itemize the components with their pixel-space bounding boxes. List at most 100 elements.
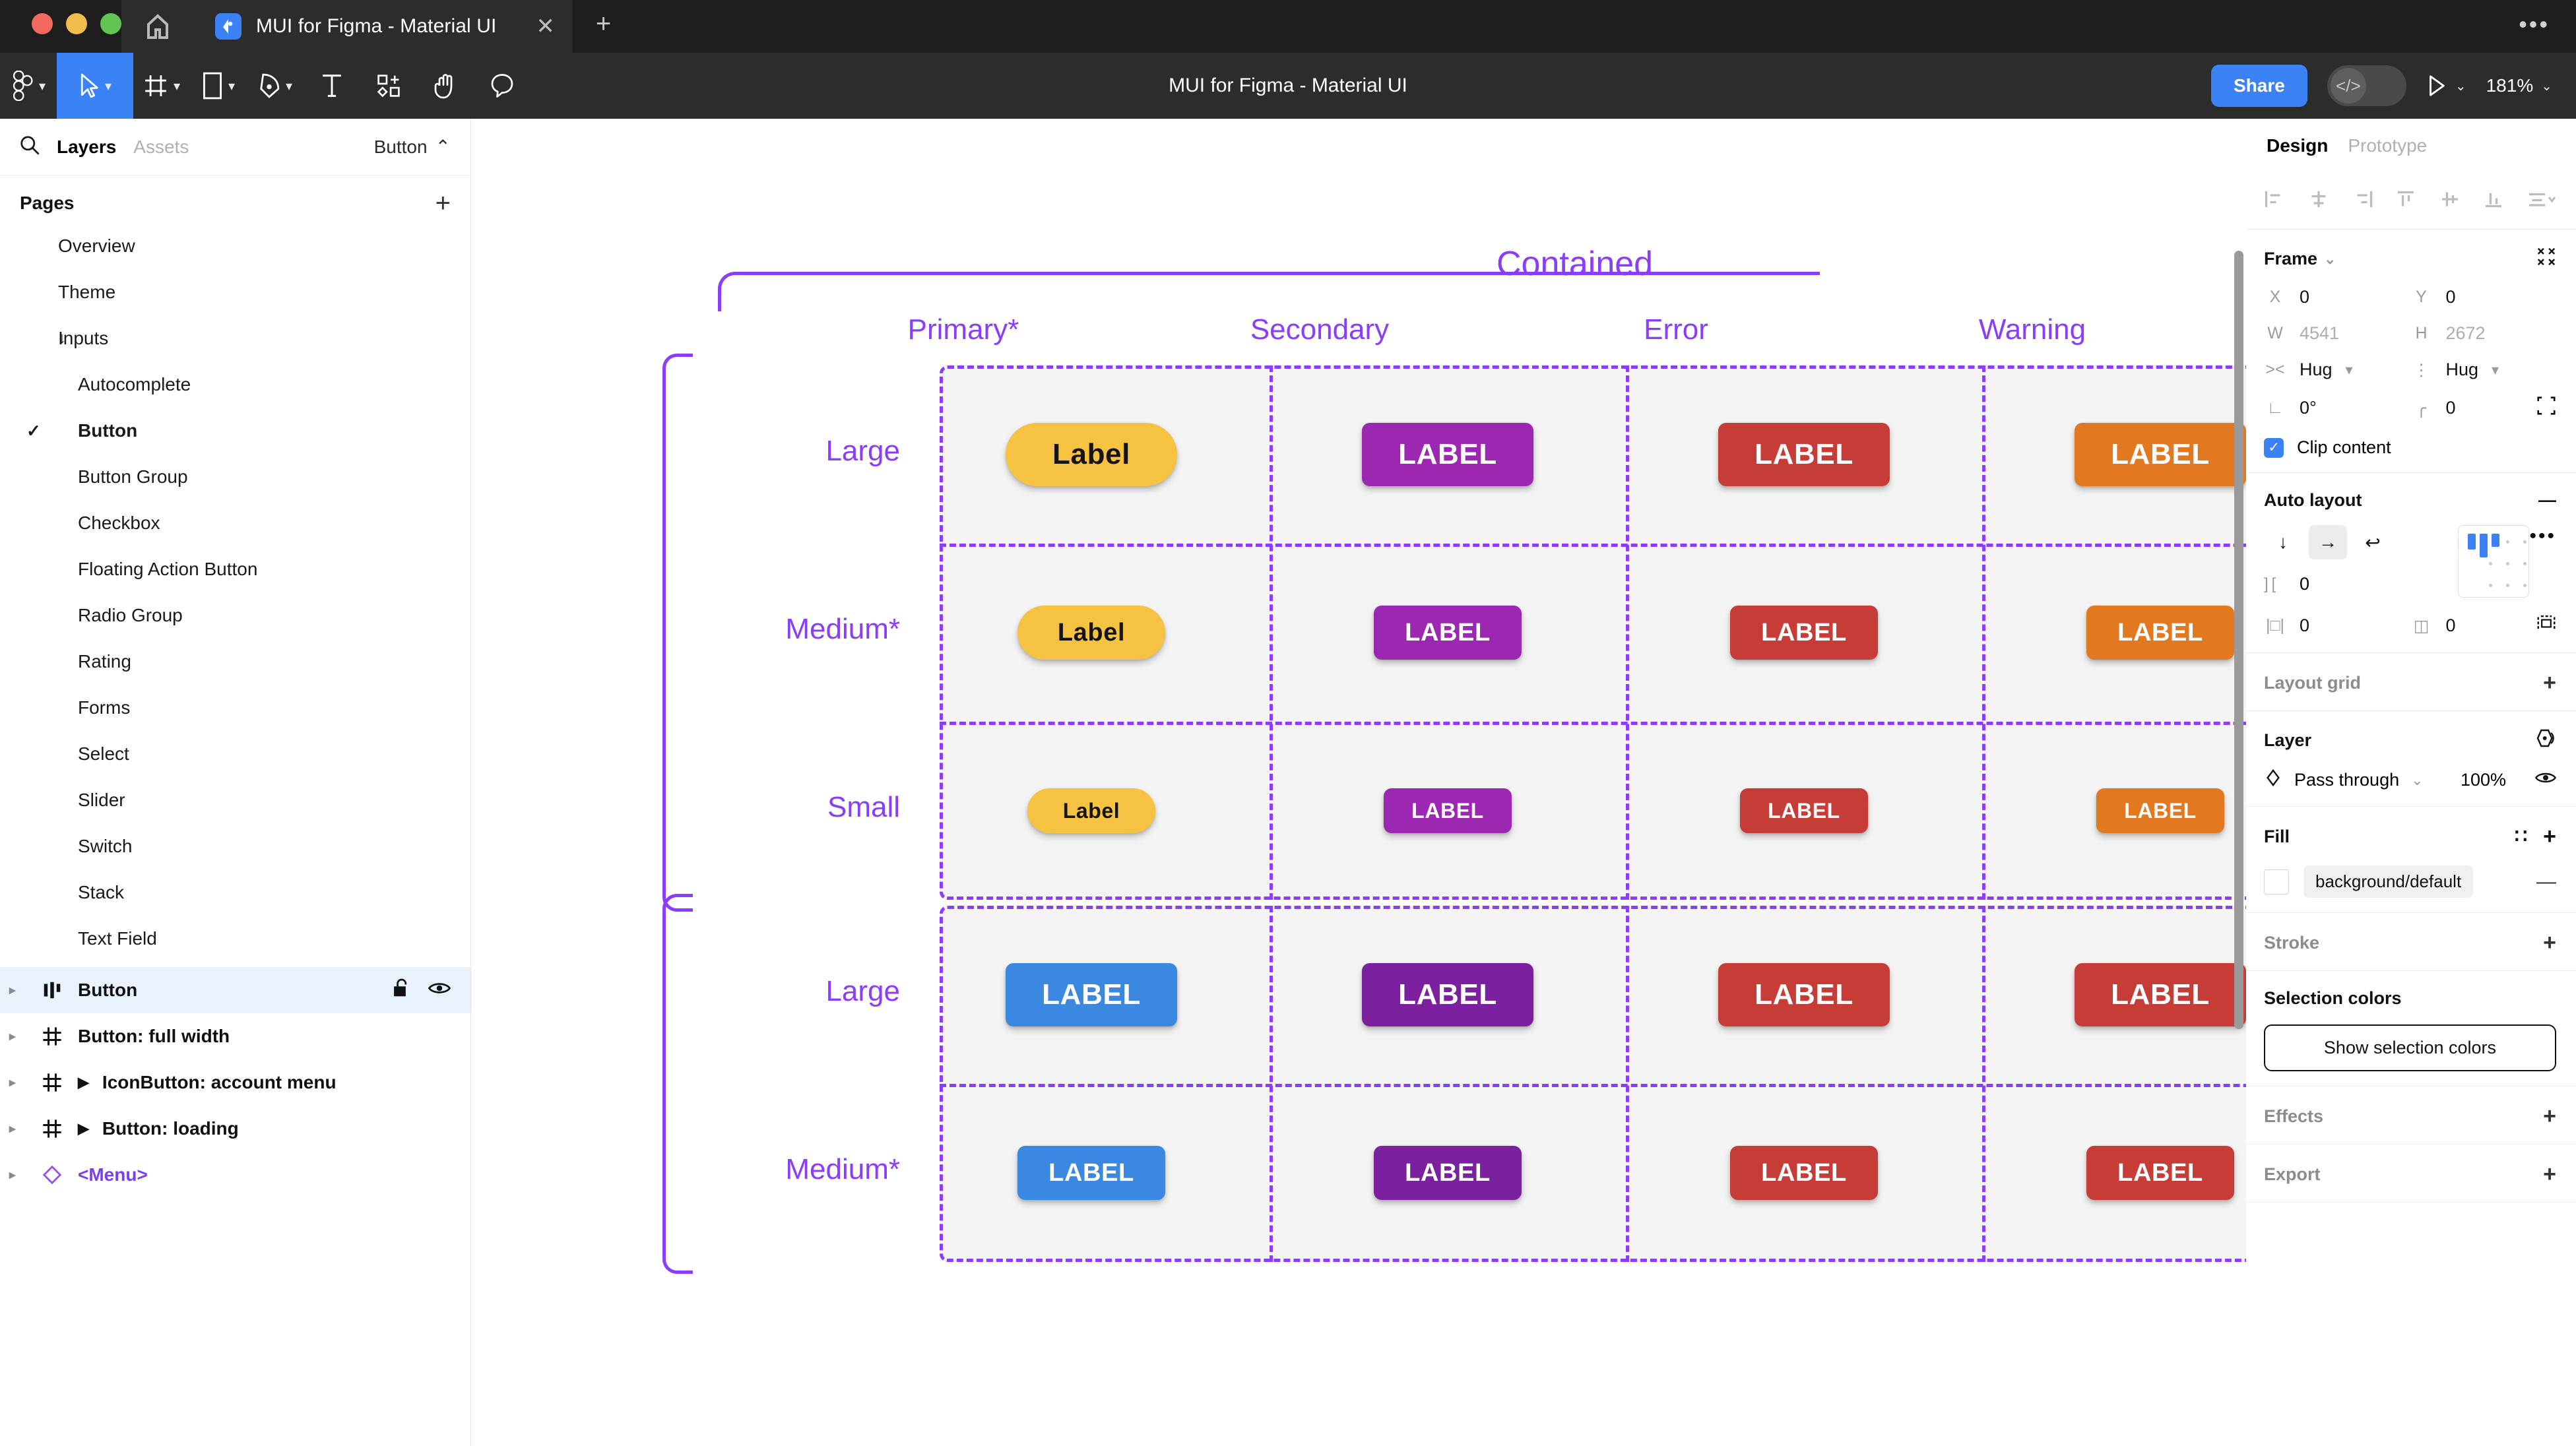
component-button[interactable]: Label bbox=[1017, 606, 1165, 660]
align-vertical-center-icon[interactable] bbox=[2439, 189, 2461, 212]
page-item-theme[interactable]: Theme bbox=[0, 269, 470, 315]
shape-tool-icon[interactable]: ▾ bbox=[190, 53, 247, 119]
window-menu-icon[interactable]: ••• bbox=[2519, 11, 2550, 38]
independent-corners-icon[interactable] bbox=[2536, 396, 2556, 420]
dev-mode-toggle[interactable]: </> bbox=[2327, 65, 2406, 106]
page-item-checkbox[interactable]: Checkbox bbox=[0, 500, 470, 546]
blend-mode-value[interactable]: Pass through bbox=[2294, 770, 2399, 790]
layer-row[interactable]: ▸▶IconButton: account menu bbox=[0, 1059, 470, 1106]
resources-icon[interactable] bbox=[360, 53, 417, 119]
add-layout-grid-button[interactable]: + bbox=[2543, 670, 2556, 696]
component-button[interactable]: LABEL bbox=[2086, 1146, 2234, 1200]
component-button[interactable]: LABEL bbox=[1017, 1146, 1165, 1200]
chevron-down-icon[interactable]: ⌄ bbox=[2411, 772, 2423, 789]
horizontal-direction-icon[interactable]: → bbox=[2309, 525, 2347, 559]
remove-fill-button[interactable]: — bbox=[2536, 871, 2556, 893]
height-field[interactable]: H 2672 bbox=[2410, 323, 2557, 344]
chevron-down-icon[interactable]: ⌄ bbox=[2455, 78, 2466, 94]
opacity-value[interactable]: 100% bbox=[2461, 770, 2506, 790]
page-item-select[interactable]: Select bbox=[0, 731, 470, 777]
expand-arrow-icon[interactable]: ↓ bbox=[58, 329, 66, 348]
align-top-icon[interactable] bbox=[2395, 189, 2417, 212]
align-horizontal-center-icon[interactable] bbox=[2307, 189, 2330, 212]
component-button[interactable]: LABEL bbox=[1718, 963, 1890, 1026]
zoom-level-menu[interactable]: 181% ⌄ bbox=[2486, 75, 2552, 96]
component-button[interactable]: Label bbox=[1027, 788, 1155, 833]
page-item-rating[interactable]: Rating bbox=[0, 639, 470, 685]
chevron-down-icon[interactable]: ⌄ bbox=[2324, 251, 2336, 268]
page-item-floating-action-button[interactable]: Floating Action Button bbox=[0, 546, 470, 592]
fill-styles-icon[interactable]: ∷ bbox=[2515, 825, 2527, 848]
align-left-icon[interactable] bbox=[2264, 189, 2286, 212]
page-item-radio-group[interactable]: Radio Group bbox=[0, 592, 470, 639]
page-item-overview[interactable]: Overview bbox=[0, 223, 470, 269]
chevron-down-icon[interactable]: ▾ bbox=[286, 78, 292, 94]
wrap-direction-icon[interactable]: ↩ bbox=[2354, 525, 2392, 559]
layer-row[interactable]: ▸<Menu> bbox=[0, 1152, 470, 1198]
current-page-chip[interactable]: Button ⌃ bbox=[374, 136, 451, 158]
page-item-inputs[interactable]: ↓Inputs bbox=[0, 315, 470, 362]
pen-tool-icon[interactable]: ▾ bbox=[247, 53, 304, 119]
minimize-window-icon[interactable] bbox=[66, 13, 87, 34]
add-effect-button[interactable]: + bbox=[2543, 1104, 2556, 1129]
page-item-switch[interactable]: Switch bbox=[0, 823, 470, 869]
browser-tab[interactable]: MUI for Figma - Material UI ✕ bbox=[194, 0, 572, 53]
fill-token-name[interactable]: background/default bbox=[2303, 865, 2473, 898]
chevron-down-icon[interactable]: ▾ bbox=[39, 78, 46, 94]
component-button[interactable]: LABEL bbox=[2096, 788, 2224, 833]
page-item-button-group[interactable]: Button Group bbox=[0, 454, 470, 500]
share-button[interactable]: Share bbox=[2211, 65, 2307, 107]
chevron-down-icon[interactable]: ▾ bbox=[174, 78, 180, 94]
tab-prototype[interactable]: Prototype bbox=[2348, 135, 2427, 156]
component-button[interactable]: LABEL bbox=[1362, 963, 1533, 1026]
chevron-right-icon[interactable]: ▸ bbox=[9, 1121, 26, 1137]
layer-row[interactable]: ▸▶Button: loading bbox=[0, 1106, 470, 1152]
add-page-button[interactable]: + bbox=[435, 195, 451, 211]
frame-tool-icon[interactable]: ▾ bbox=[133, 53, 190, 119]
rotation-field[interactable]: ∟ 0° bbox=[2264, 398, 2410, 418]
clip-content-row[interactable]: ✓ Clip content bbox=[2264, 437, 2556, 458]
remove-auto-layout-button[interactable]: — bbox=[2538, 490, 2556, 511]
fill-color-swatch[interactable] bbox=[2264, 869, 2289, 895]
page-item-autocomplete[interactable]: Autocomplete bbox=[0, 362, 470, 408]
page-item-stack[interactable]: Stack bbox=[0, 869, 470, 916]
show-selection-colors-button[interactable]: Show selection colors bbox=[2264, 1024, 2556, 1071]
expand-triangle-icon[interactable]: ▶ bbox=[78, 1120, 89, 1137]
page-item-slider[interactable]: Slider bbox=[0, 777, 470, 823]
component-button[interactable]: LABEL bbox=[2086, 606, 2234, 660]
alignment-grid[interactable] bbox=[2458, 525, 2529, 598]
unlock-icon[interactable] bbox=[391, 978, 411, 1003]
layer-style-icon[interactable] bbox=[2535, 728, 2556, 753]
hand-tool-icon[interactable] bbox=[417, 53, 474, 119]
auto-layout-more-options-icon[interactable]: ••• bbox=[2529, 525, 2556, 548]
layer-row[interactable]: ▸Button bbox=[0, 967, 470, 1013]
chevron-right-icon[interactable]: ▸ bbox=[9, 1029, 26, 1044]
component-button[interactable]: LABEL bbox=[1006, 963, 1177, 1026]
component-button[interactable]: LABEL bbox=[1740, 788, 1868, 833]
page-item-text-field[interactable]: Text Field bbox=[0, 916, 470, 962]
individual-padding-icon[interactable] bbox=[2536, 613, 2556, 638]
distribute-icon[interactable] bbox=[2526, 189, 2556, 212]
traffic-light-buttons[interactable] bbox=[0, 13, 121, 53]
page-item-forms[interactable]: Forms bbox=[0, 685, 470, 731]
horizontal-resize-select[interactable]: >< Hug ▾ bbox=[2264, 360, 2410, 380]
x-field[interactable]: X 0 bbox=[2264, 287, 2410, 307]
canvas-scrollbar[interactable] bbox=[2234, 251, 2243, 1029]
component-button[interactable]: LABEL bbox=[1362, 423, 1533, 486]
component-button[interactable]: LABEL bbox=[1384, 788, 1512, 833]
component-button[interactable]: LABEL bbox=[2075, 963, 2246, 1026]
gap-field[interactable]: ] [ 0 bbox=[2264, 574, 2458, 594]
component-button[interactable]: LABEL bbox=[1374, 606, 1522, 660]
chevron-right-icon[interactable]: ▸ bbox=[9, 1168, 26, 1183]
page-item-button[interactable]: ✓Button bbox=[0, 408, 470, 454]
new-tab-button[interactable]: + bbox=[572, 11, 611, 53]
add-fill-button[interactable]: + bbox=[2543, 824, 2556, 850]
align-right-icon[interactable] bbox=[2351, 189, 2373, 212]
close-window-icon[interactable] bbox=[32, 13, 53, 34]
component-button[interactable]: LABEL bbox=[1730, 1146, 1878, 1200]
component-button[interactable]: LABEL bbox=[1730, 606, 1878, 660]
add-export-button[interactable]: + bbox=[2543, 1162, 2556, 1187]
text-tool-icon[interactable] bbox=[304, 53, 360, 119]
collapse-icon[interactable] bbox=[2536, 247, 2556, 271]
vertical-resize-select[interactable]: ⋮ Hug ▾ bbox=[2410, 360, 2557, 380]
